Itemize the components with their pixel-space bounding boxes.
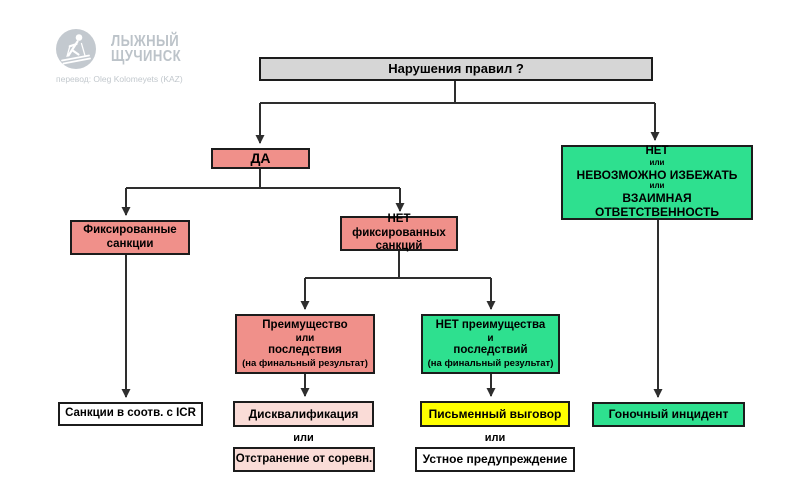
node-line: санкции <box>106 237 154 250</box>
node-label: Устное предупреждение <box>422 452 568 467</box>
node-yes: ДА <box>211 148 310 169</box>
node-line: санкций <box>375 240 423 253</box>
node-rule-violation-question: Нарушения правил ? <box>259 57 653 81</box>
node-line: НЕВОЗМОЖНО ИЗБЕЖАТЬ <box>576 167 738 182</box>
node-line: последствия <box>268 344 342 357</box>
node-line: НЕТ фиксированных <box>352 212 446 239</box>
node-line: или <box>649 158 665 168</box>
node-no-unavoidable-mutual: НЕТ или НЕВОЗМОЖНО ИЗБЕЖАТЬ или ВЗАИМНАЯ… <box>561 145 753 220</box>
node-line: ВЗАИМНАЯ ОТВЕТСТВЕННОСТЬ <box>594 191 720 220</box>
node-suspension: Отстранение от соревн. <box>233 447 375 472</box>
node-line: (на финальный результат) <box>242 357 368 369</box>
node-label: Санкции в соотв. с ICR <box>65 407 196 420</box>
node-written-reprimand: Письменный выговор <box>420 401 570 427</box>
node-line: или <box>295 332 315 344</box>
node-advantage-or-consequences: Преимущество или последствия (на финальн… <box>235 314 375 374</box>
brand-name: ЛЫЖНЫЙ ЩУЧИНСК <box>111 33 182 65</box>
brand-watermark: ЛЫЖНЫЙ ЩУЧИНСК перевод: Oleg Kolomeyets … <box>56 28 183 84</box>
brand-line1: ЛЫЖНЫЙ <box>111 33 180 50</box>
node-label: Отстранение от соревн. <box>235 452 373 465</box>
node-line: НЕТ <box>645 145 669 158</box>
skier-logo-icon <box>56 29 96 69</box>
node-line: (на финальный результат) <box>427 357 554 369</box>
node-disqualification: Дисквалификация <box>233 401 374 427</box>
node-label: Гоночный инцидент <box>608 407 729 422</box>
node-fixed-sanctions: Фиксированные санкции <box>70 220 190 255</box>
node-label: Нарушения правил ? <box>388 61 524 77</box>
node-label: Дисквалификация <box>248 406 359 421</box>
node-label: ДА <box>250 150 271 167</box>
node-no-fixed-sanctions: НЕТ фиксированных санкций <box>340 212 458 253</box>
translation-credit: перевод: Oleg Kolomeyets (KAZ) <box>56 74 183 84</box>
node-icr-sanctions: Санкции в соотв. с ICR <box>58 402 203 426</box>
node-verbal-warning: Устное предупреждение <box>415 447 575 472</box>
node-line: Преимущество <box>262 318 348 331</box>
brand-line2: ЩУЧИНСК <box>111 48 182 65</box>
node-label: Письменный выговор <box>428 406 562 421</box>
logo-row: ЛЫЖНЫЙ ЩУЧИНСК <box>56 28 181 70</box>
or-label-right: или <box>484 432 506 444</box>
node-line: и <box>487 332 494 344</box>
node-no-advantage-no-consequences: НЕТ преимущества и последствий (на финал… <box>421 314 560 374</box>
node-line: последствий <box>453 344 528 357</box>
node-racing-incident: Гоночный инцидент <box>592 402 745 427</box>
node-line: НЕТ преимущества <box>435 318 546 331</box>
node-line: Фиксированные <box>83 223 177 236</box>
or-label-left: или <box>293 432 314 444</box>
node-line: или <box>649 181 665 191</box>
